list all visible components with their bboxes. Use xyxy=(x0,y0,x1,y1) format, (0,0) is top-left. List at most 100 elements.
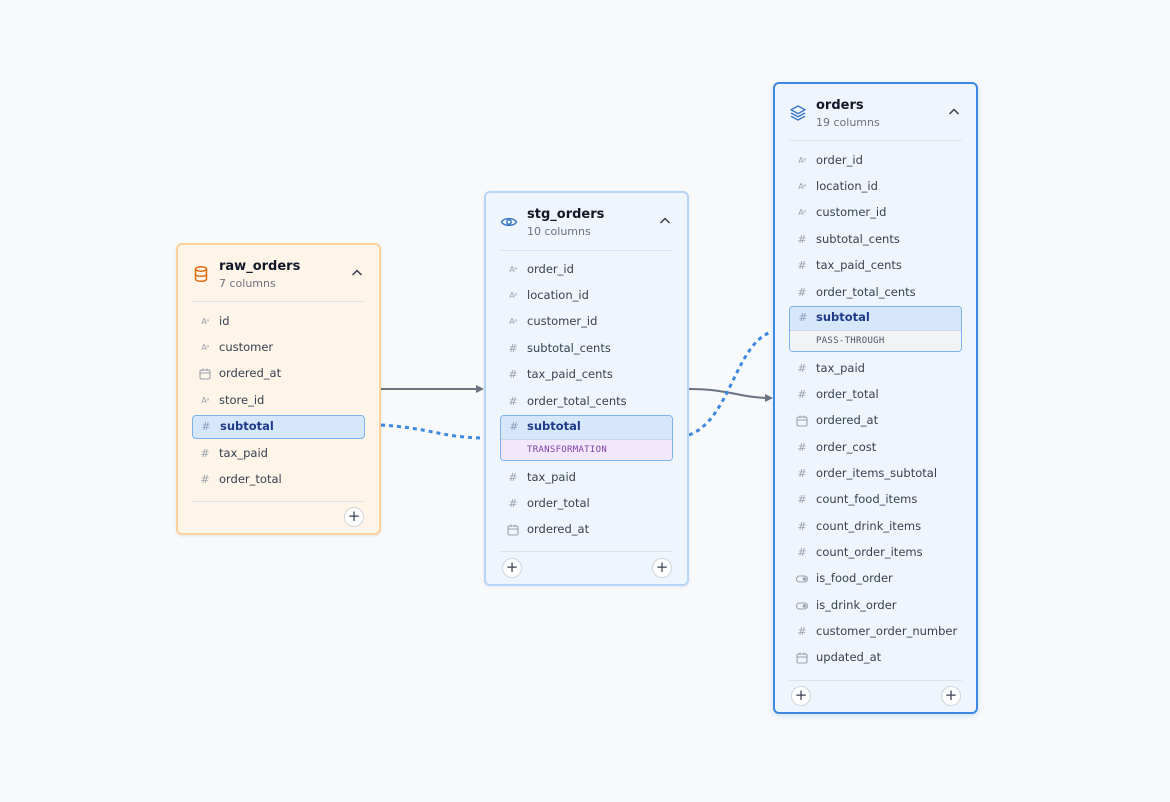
column-row[interactable]: # order_total xyxy=(500,492,673,516)
column-name: order_cost xyxy=(816,440,877,454)
column-name: order_items_subtotal xyxy=(816,466,938,480)
column-row[interactable]: # subtotal_cents xyxy=(789,228,962,252)
number-type-icon: # xyxy=(797,441,807,454)
column-name: order_total xyxy=(219,472,282,486)
column-row[interactable]: Aᵃ store_id xyxy=(192,389,365,413)
node-raw-orders[interactable]: raw_orders 7 columns Aᵃ id Aᵃ customer o… xyxy=(176,243,381,535)
number-type-icon: # xyxy=(797,625,807,638)
column-row[interactable]: updated_at xyxy=(789,646,962,670)
number-type-icon: # xyxy=(797,467,807,480)
column-row[interactable]: ordered_at xyxy=(789,409,962,433)
column-row[interactable]: Aᵃ order_id xyxy=(500,258,673,282)
add-downstream-button[interactable]: + xyxy=(941,686,961,706)
divider xyxy=(192,301,365,302)
column-row[interactable]: # tax_paid xyxy=(500,466,673,490)
number-type-icon: # xyxy=(797,493,807,506)
divider xyxy=(500,551,673,552)
column-name: tax_paid xyxy=(527,470,576,484)
number-type-icon: # xyxy=(797,546,807,559)
chevron-up-icon[interactable] xyxy=(657,213,673,229)
node-header[interactable]: raw_orders 7 columns xyxy=(178,245,379,303)
node-stg-orders[interactable]: stg_orders 10 columns Aᵃ order_id Aᵃ loc… xyxy=(484,191,689,586)
node-orders[interactable]: orders 19 columns Aᵃ order_id Aᵃ locatio… xyxy=(773,82,978,714)
add-upstream-button[interactable]: + xyxy=(791,686,811,706)
add-column-button[interactable]: + xyxy=(344,507,364,527)
column-row[interactable]: # tax_paid_cents xyxy=(500,363,673,387)
boolean-type-icon xyxy=(795,602,809,610)
column-row[interactable]: Aᵃ customer_id xyxy=(789,201,962,225)
number-type-icon: # xyxy=(508,342,518,355)
eye-icon xyxy=(500,217,518,227)
column-row[interactable]: Aᵃ order_id xyxy=(789,149,962,173)
database-icon xyxy=(194,266,208,283)
column-name: customer_id xyxy=(527,314,598,328)
number-type-icon: # xyxy=(797,520,807,533)
column-name: tax_paid xyxy=(816,361,865,375)
column-row[interactable]: # count_order_items xyxy=(789,541,962,565)
column-name: count_order_items xyxy=(816,545,923,559)
chevron-up-icon[interactable] xyxy=(349,265,365,281)
divider xyxy=(500,250,673,251)
column-row[interactable]: is_drink_order xyxy=(789,594,962,618)
column-row[interactable]: Aᵃ id xyxy=(192,310,365,334)
column-row[interactable]: Aᵃ location_id xyxy=(500,284,673,308)
number-type-icon: # xyxy=(509,420,519,433)
text-type-icon: Aᵃ xyxy=(798,156,806,165)
node-header[interactable]: stg_orders 10 columns xyxy=(486,193,687,251)
number-type-icon: # xyxy=(797,259,807,272)
column-row[interactable]: # tax_paid xyxy=(192,442,365,466)
column-row[interactable]: # order_total xyxy=(789,383,962,407)
text-type-icon: Aᵃ xyxy=(798,182,806,191)
column-name: order_id xyxy=(527,262,574,276)
column-row[interactable]: # tax_paid xyxy=(789,357,962,381)
column-row[interactable]: Aᵃ customer_id xyxy=(500,310,673,334)
column-name: tax_paid xyxy=(219,446,268,460)
column-row[interactable]: is_food_order xyxy=(789,567,962,591)
column-row[interactable]: # customer_order_number xyxy=(789,620,962,644)
column-name: subtotal xyxy=(527,419,581,433)
column-row-selected[interactable]: # subtotal xyxy=(192,415,365,439)
column-row[interactable]: # order_total_cents xyxy=(789,281,962,305)
column-name: id xyxy=(219,314,230,328)
chevron-up-icon[interactable] xyxy=(946,104,962,120)
column-row[interactable]: # count_drink_items xyxy=(789,515,962,539)
node-title: stg_orders xyxy=(527,207,605,222)
column-row[interactable]: Aᵃ location_id xyxy=(789,175,962,199)
column-row[interactable]: ordered_at xyxy=(500,518,673,542)
number-type-icon: # xyxy=(200,447,210,460)
column-row[interactable]: # order_total xyxy=(192,468,365,492)
column-name: subtotal_cents xyxy=(527,341,611,355)
column-row[interactable]: # order_items_subtotal xyxy=(789,462,962,486)
number-type-icon: # xyxy=(798,311,808,324)
column-row-selected[interactable]: # subtotal TRANSFORMATION xyxy=(500,415,673,461)
column-name: count_drink_items xyxy=(816,519,922,533)
column-row[interactable]: # tax_paid_cents xyxy=(789,254,962,278)
add-upstream-button[interactable]: + xyxy=(502,558,522,578)
column-name: ordered_at xyxy=(219,366,282,380)
column-row[interactable]: # count_food_items xyxy=(789,488,962,512)
column-row[interactable]: Aᵃ customer xyxy=(192,336,365,360)
column-name: customer_order_number xyxy=(816,624,958,638)
node-header[interactable]: orders 19 columns xyxy=(775,84,976,142)
number-type-icon: # xyxy=(201,420,211,433)
column-row[interactable]: # order_cost xyxy=(789,436,962,460)
node-column-count: 19 columns xyxy=(816,116,880,129)
column-lineage-stg-to-orders xyxy=(688,330,772,437)
node-title: orders xyxy=(816,98,864,113)
column-row[interactable]: # order_total_cents xyxy=(500,390,673,414)
column-name: updated_at xyxy=(816,650,882,664)
divider xyxy=(789,140,962,141)
lineage-tag: TRANSFORMATION xyxy=(527,445,608,455)
column-name: ordered_at xyxy=(816,413,879,427)
column-name: subtotal xyxy=(816,310,870,324)
text-type-icon: Aᵃ xyxy=(201,317,209,326)
column-row[interactable]: ordered_at xyxy=(192,362,365,386)
column-row-selected[interactable]: # subtotal PASS-THROUGH xyxy=(789,306,962,352)
add-downstream-button[interactable]: + xyxy=(652,558,672,578)
number-type-icon: # xyxy=(797,286,807,299)
column-name: tax_paid_cents xyxy=(527,367,613,381)
number-type-icon: # xyxy=(508,395,518,408)
text-type-icon: Aᵃ xyxy=(509,265,517,274)
text-type-icon: Aᵃ xyxy=(201,343,209,352)
column-row[interactable]: # subtotal_cents xyxy=(500,337,673,361)
